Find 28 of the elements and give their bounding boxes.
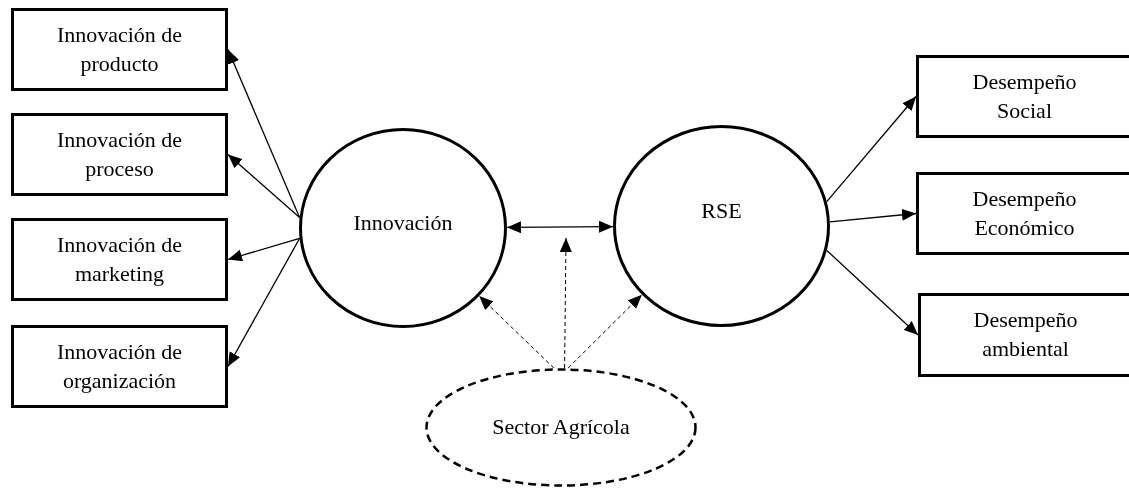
- node-label: Desempeño Económico: [971, 184, 1078, 242]
- node-label: RSE: [701, 196, 742, 225]
- concept-box: [918, 293, 1129, 377]
- arrow: [506, 220, 614, 234]
- arrow: [826, 95, 917, 203]
- dashed-arrow: [567, 294, 643, 369]
- dashed-arrow: [559, 237, 572, 369]
- concept-box: [11, 218, 228, 301]
- node-label: Desempeño ambiental: [972, 306, 1079, 363]
- concept-box: [11, 8, 228, 91]
- node-label: Innovación de producto: [55, 20, 184, 78]
- arrow: [227, 153, 301, 219]
- arrow: [227, 237, 301, 262]
- arrow: [227, 48, 301, 219]
- node-label: Desempeño Social: [971, 67, 1078, 125]
- node-label: Innovación: [353, 208, 453, 237]
- concept-box: [916, 55, 1129, 138]
- arrow: [227, 237, 301, 368]
- arrow: [829, 208, 917, 223]
- dashed-arrow: [478, 295, 555, 369]
- concept-box: [11, 325, 228, 408]
- node-label: Innovación de organización: [55, 337, 184, 395]
- node-label: Innovación de marketing: [55, 230, 184, 288]
- arrow: [826, 249, 919, 336]
- node-label: Innovación de proceso: [55, 125, 184, 183]
- concept-box: [11, 113, 228, 196]
- concept-box: [916, 172, 1129, 255]
- node-label: Sector Agrícola: [492, 413, 630, 442]
